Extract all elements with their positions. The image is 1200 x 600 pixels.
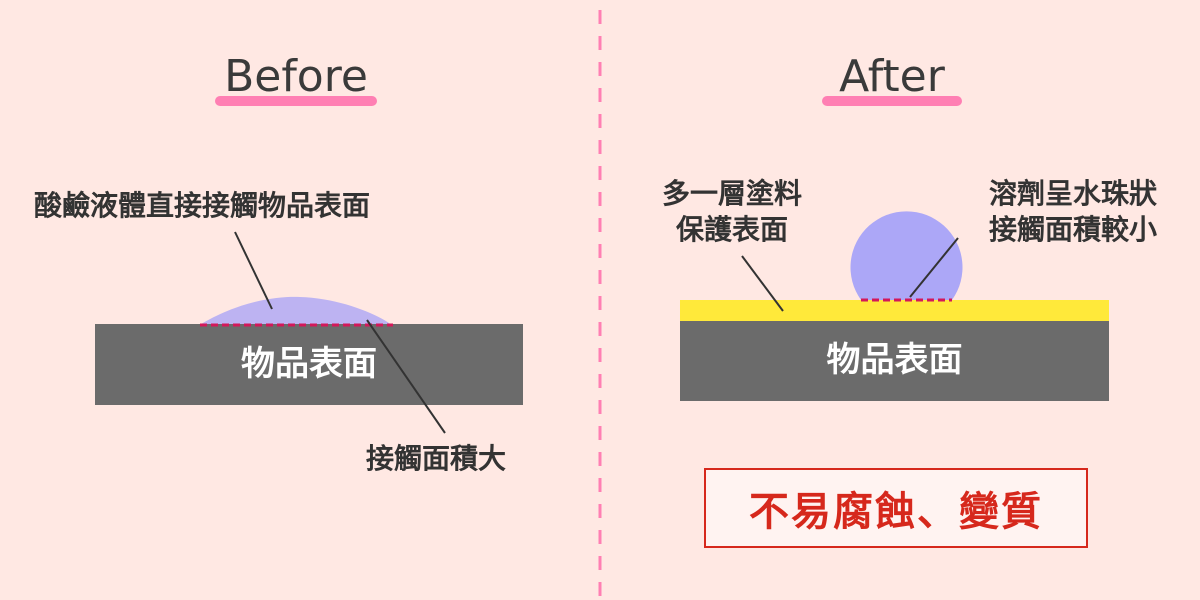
after-droplet [850,211,963,300]
after-droplet-leader [909,237,959,298]
after-coating-leader [741,255,784,312]
before-heading: Before [224,51,368,102]
after-droplet-label-line2: 接觸面積較小 [988,213,1157,247]
before-liquid-label: 酸鹼液體直接接觸物品表面 [34,189,371,222]
after-coating-label-line1: 多一層塗料 [661,177,802,210]
before-contact-label: 接觸面積大 [366,442,507,475]
after-droplet-label-line1: 溶劑呈水珠狀 [988,177,1157,210]
before-heading-underline [215,96,377,106]
before-contact-leader [366,319,446,434]
after-surface-label: 物品表面 [826,340,963,380]
before-surface-label: 物品表面 [241,344,377,384]
result-badge: 不易腐蝕、變質 [704,468,1088,548]
after-heading: After [839,51,945,102]
after-droplet-label: 溶劑呈水珠狀 接觸面積較小 [973,176,1173,249]
after-heading-underline [822,96,962,106]
after-object-surface [680,321,1109,401]
result-text: 不易腐蝕、變質 [749,489,1043,535]
before-object-surface [95,324,523,405]
after-coating-layer [680,300,1109,321]
before-liquid-film [198,296,393,326]
after-coating-label: 多一層塗料 保護表面 [640,176,824,249]
after-coating-label-line2: 保護表面 [675,213,788,247]
before-liquid-leader [234,231,273,310]
